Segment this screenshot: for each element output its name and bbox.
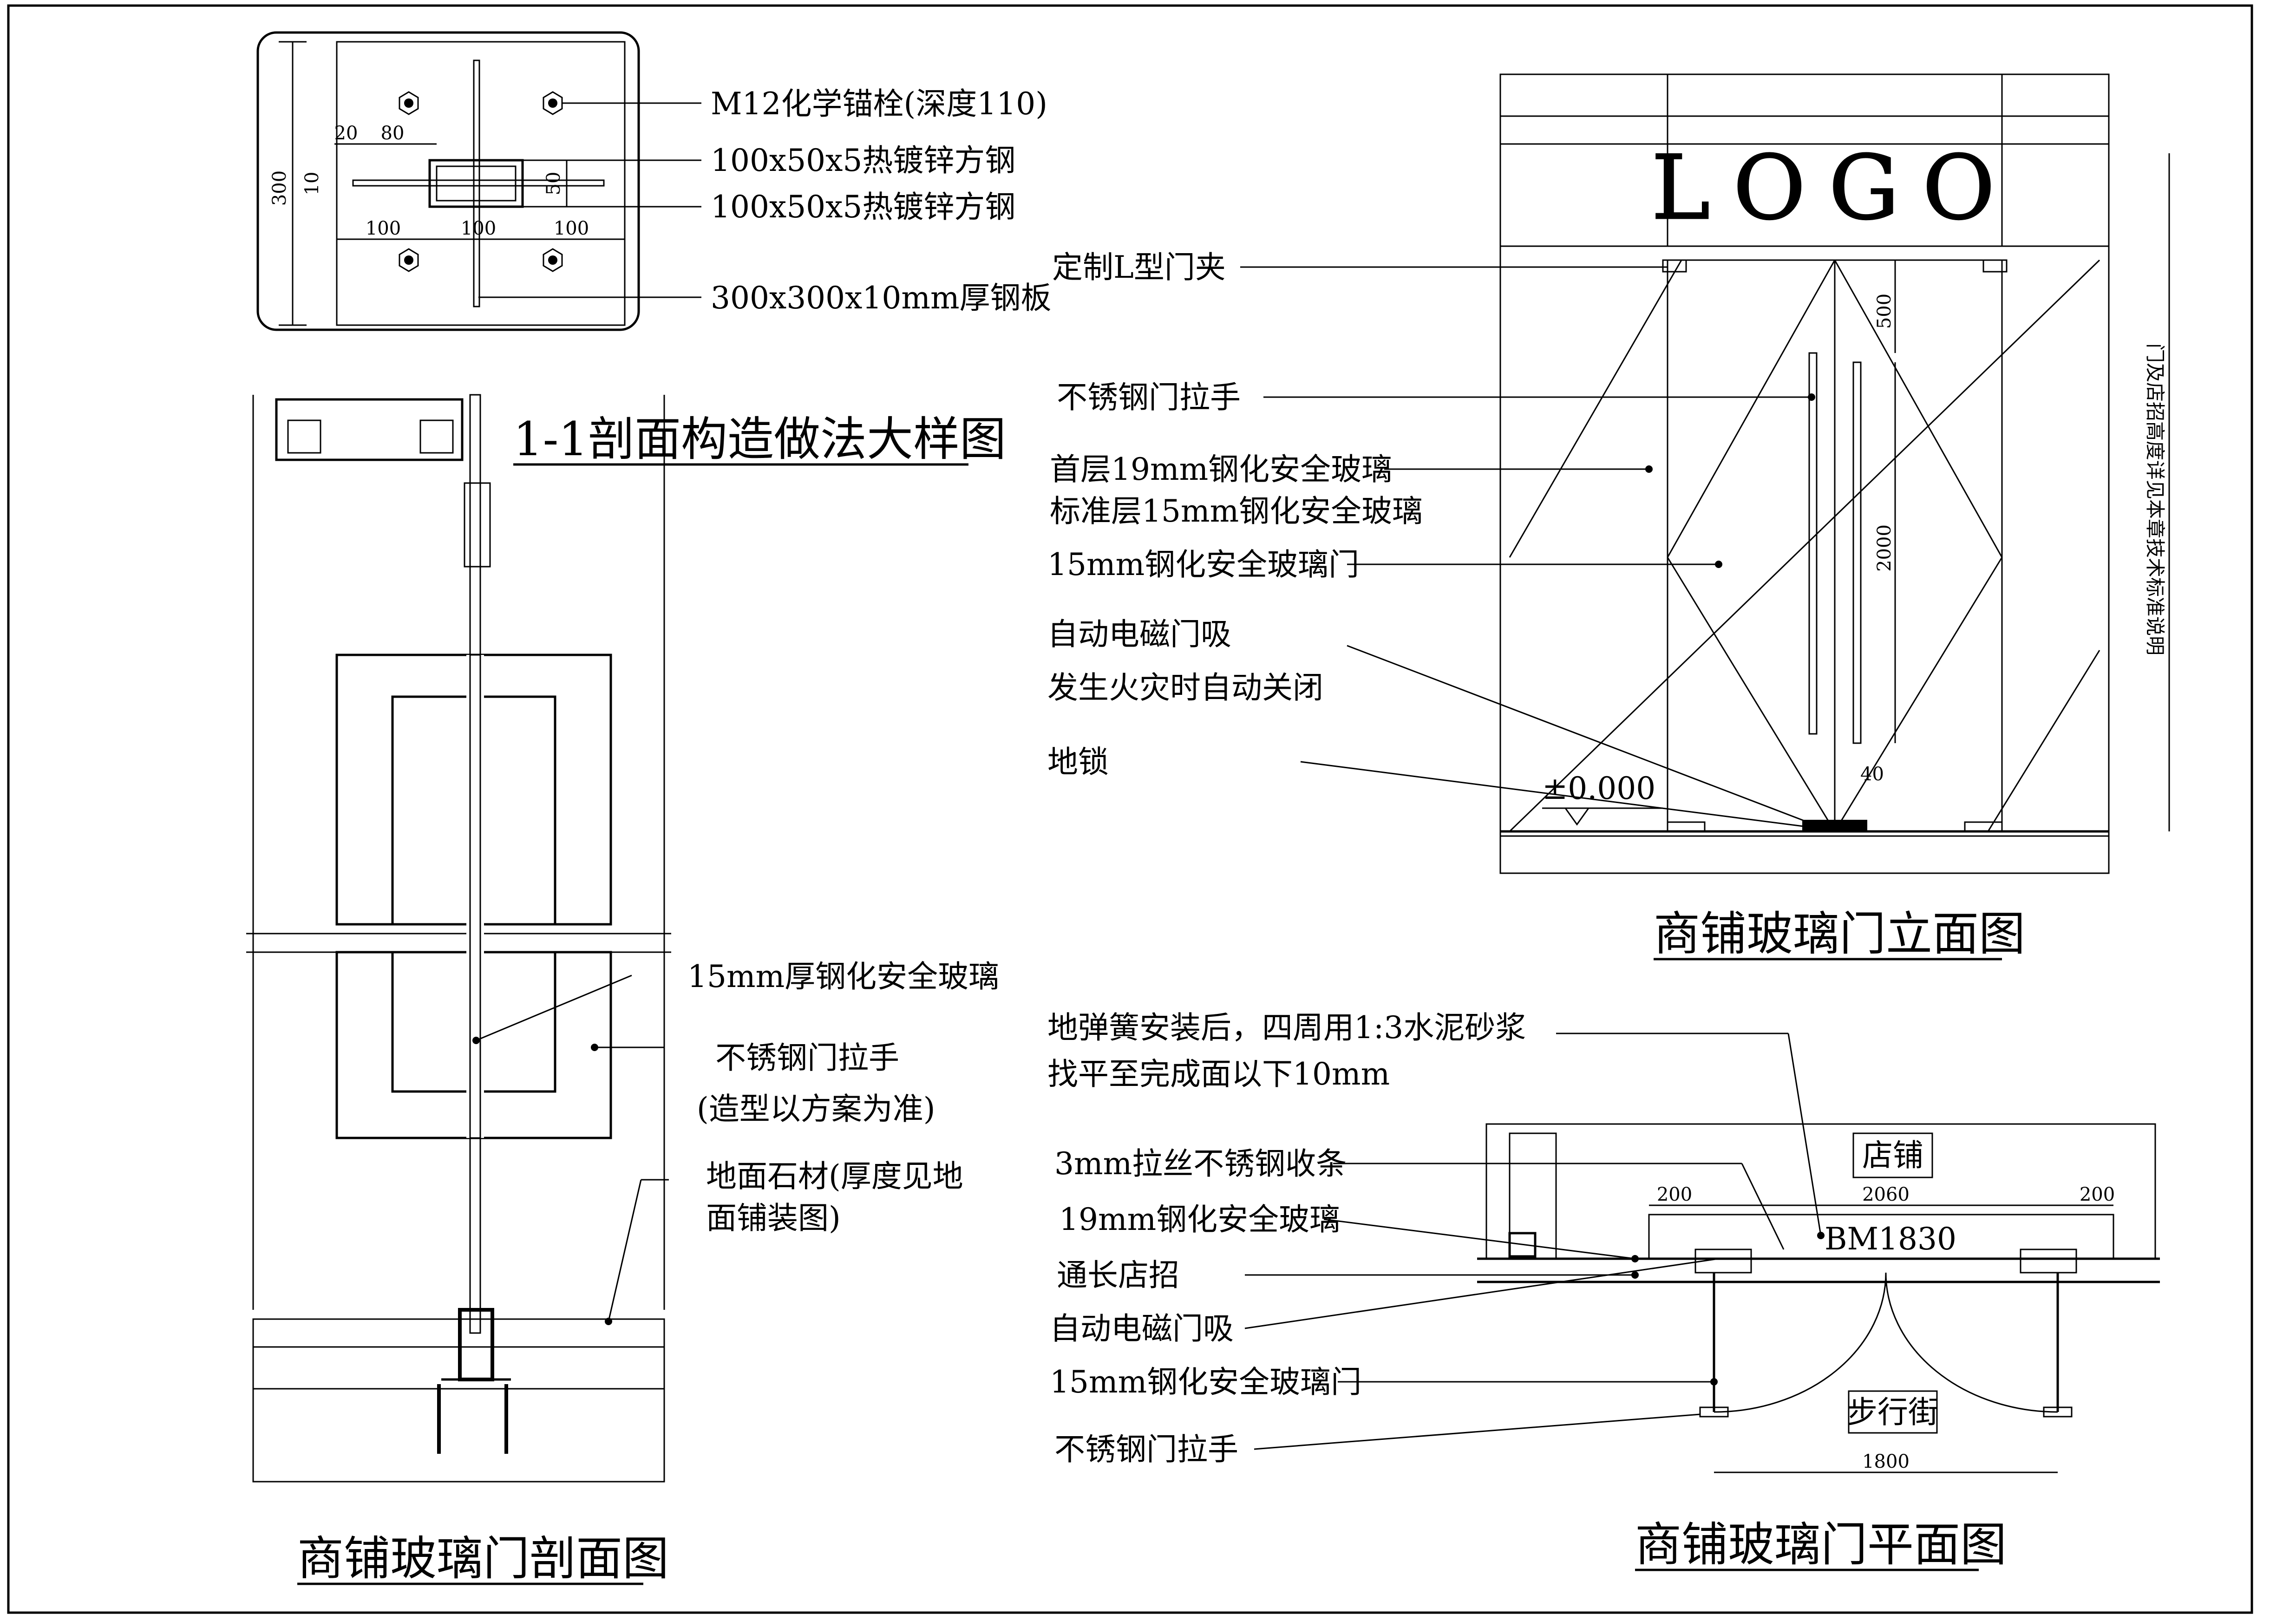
section-label-stone-1: 地面石材(厚度见地 <box>706 1158 963 1194</box>
plan-street: 步行街 <box>1847 1394 1939 1430</box>
section-label-stone-2: 面铺装图) <box>706 1200 841 1236</box>
elevation-level: ±0.000 <box>1542 771 1655 806</box>
plan-note-line2: 找平至完成面以下10mm <box>1047 1056 1390 1092</box>
plate-dim-20: 20 <box>334 123 358 144</box>
plan-dim-200-right: 200 <box>2080 1184 2115 1205</box>
plan-label-signboard: 通长店招 <box>1057 1257 1179 1293</box>
plan-note-line1: 地弹簧安装后，四周用1:3水泥砂浆 <box>1047 1010 1526 1046</box>
elevation-label-door-holder: 自动电磁门吸 <box>1047 616 1231 652</box>
glass-door-plan: 店铺 200 2060 200 BM1830 步行街 1800 <box>1047 1010 2160 1572</box>
elevation-logo: LOGO <box>1651 137 2018 239</box>
steel-plate <box>336 41 626 326</box>
elevation-label-clamp: 定制L型门夹 <box>1052 249 1226 285</box>
elevation-dim-40: 40 <box>1860 764 1884 785</box>
elevation-label-door-glass: 15mm钢化安全玻璃门 <box>1047 547 1359 582</box>
plan-label-door-holder: 自动电磁门吸 <box>1050 1311 1234 1346</box>
plate-dim-100-b: 100 <box>461 218 496 239</box>
plate-dim-300: 300 <box>269 170 290 206</box>
plan-label-door-glass: 15mm钢化安全玻璃门 <box>1050 1364 1361 1400</box>
plan-dim-2060: 2060 <box>1862 1184 1910 1205</box>
plan-label-handle: 不锈钢门拉手 <box>1054 1431 1238 1467</box>
plate-dim-50: 50 <box>543 172 564 196</box>
elevation-side-note: 门及店招高度详见本章技术标准说明 <box>2144 343 2166 655</box>
elevation-title: 商铺玻璃门立面图 <box>1654 907 2025 961</box>
anchor-bolt-icon <box>543 248 563 272</box>
plan-dim-200-left: 200 <box>1657 1184 1692 1205</box>
plan-shop: 店铺 <box>1862 1137 1923 1173</box>
elevation-label-floor-lock: 地锁 <box>1047 744 1109 780</box>
plate-label-tube-1: 100x50x5热镀锌方钢 <box>711 143 1015 178</box>
section-label-handle-note: (造型以方案为准) <box>697 1091 935 1127</box>
plate-outline <box>256 31 640 331</box>
anchor-plate-detail: 300 20 80 10 50 100 100 <box>256 31 1052 331</box>
plate-dim-10: 10 <box>301 172 323 196</box>
section-subtitle: 商铺玻璃门剖面图 <box>297 1531 669 1586</box>
elevation-label-glass-2: 标准层15mm钢化安全玻璃 <box>1050 493 1423 529</box>
plate-label-steel-plate: 300x300x10mm厚钢板 <box>711 280 1052 316</box>
section-label-glass: 15mm厚钢化安全玻璃 <box>687 959 999 994</box>
elevation-label-glass-1: 首层19mm钢化安全玻璃 <box>1050 451 1392 487</box>
anchor-bolt-icon <box>399 91 419 115</box>
plate-label-tube-2: 100x50x5热镀锌方钢 <box>711 189 1015 225</box>
door-handle <box>1808 352 1818 735</box>
anchor-bolt-icon <box>399 248 419 272</box>
glass-door-elevation: LOGO 门及店招高度详见本章技术标准说明 500 2000 40 ±0.000 <box>1047 73 2170 961</box>
door-handle <box>1852 361 1862 744</box>
plate-dim-80: 80 <box>381 123 405 144</box>
elevation-dim-2000: 2000 <box>1874 524 1895 572</box>
plan-label-glass: 19mm钢化安全玻璃 <box>1059 1202 1340 1237</box>
elevation-dim-500: 500 <box>1874 294 1895 329</box>
elevation-label-handle: 不锈钢门拉手 <box>1057 379 1241 415</box>
plan-label-trim: 3mm拉丝不锈钢收条 <box>1054 1146 1347 1182</box>
glass-door-section: 1-1剖面构造做法大样图 15mm厚钢化安全玻璃 不锈钢门拉手 (造型以方案为准… <box>246 394 1006 1586</box>
sheet-border <box>7 4 2253 1614</box>
plan-code: BM1830 <box>1825 1221 1956 1257</box>
plate-dim-100-c: 100 <box>554 218 589 239</box>
plan-title: 商铺玻璃门平面图 <box>1635 1517 2007 1572</box>
square-tube-section <box>428 159 524 208</box>
section-label-handle: 不锈钢门拉手 <box>715 1040 899 1076</box>
plate-label-anchor: M12化学锚栓(深度110) <box>711 86 1047 122</box>
anchor-bolt-icon <box>543 91 563 115</box>
plan-dim-1800: 1800 <box>1862 1451 1910 1472</box>
plate-dim-100-a: 100 <box>366 218 401 239</box>
section-title: 1-1剖面构造做法大样图 <box>513 412 1006 466</box>
elevation-label-fire-close: 发生火灾时自动关闭 <box>1047 670 1323 706</box>
